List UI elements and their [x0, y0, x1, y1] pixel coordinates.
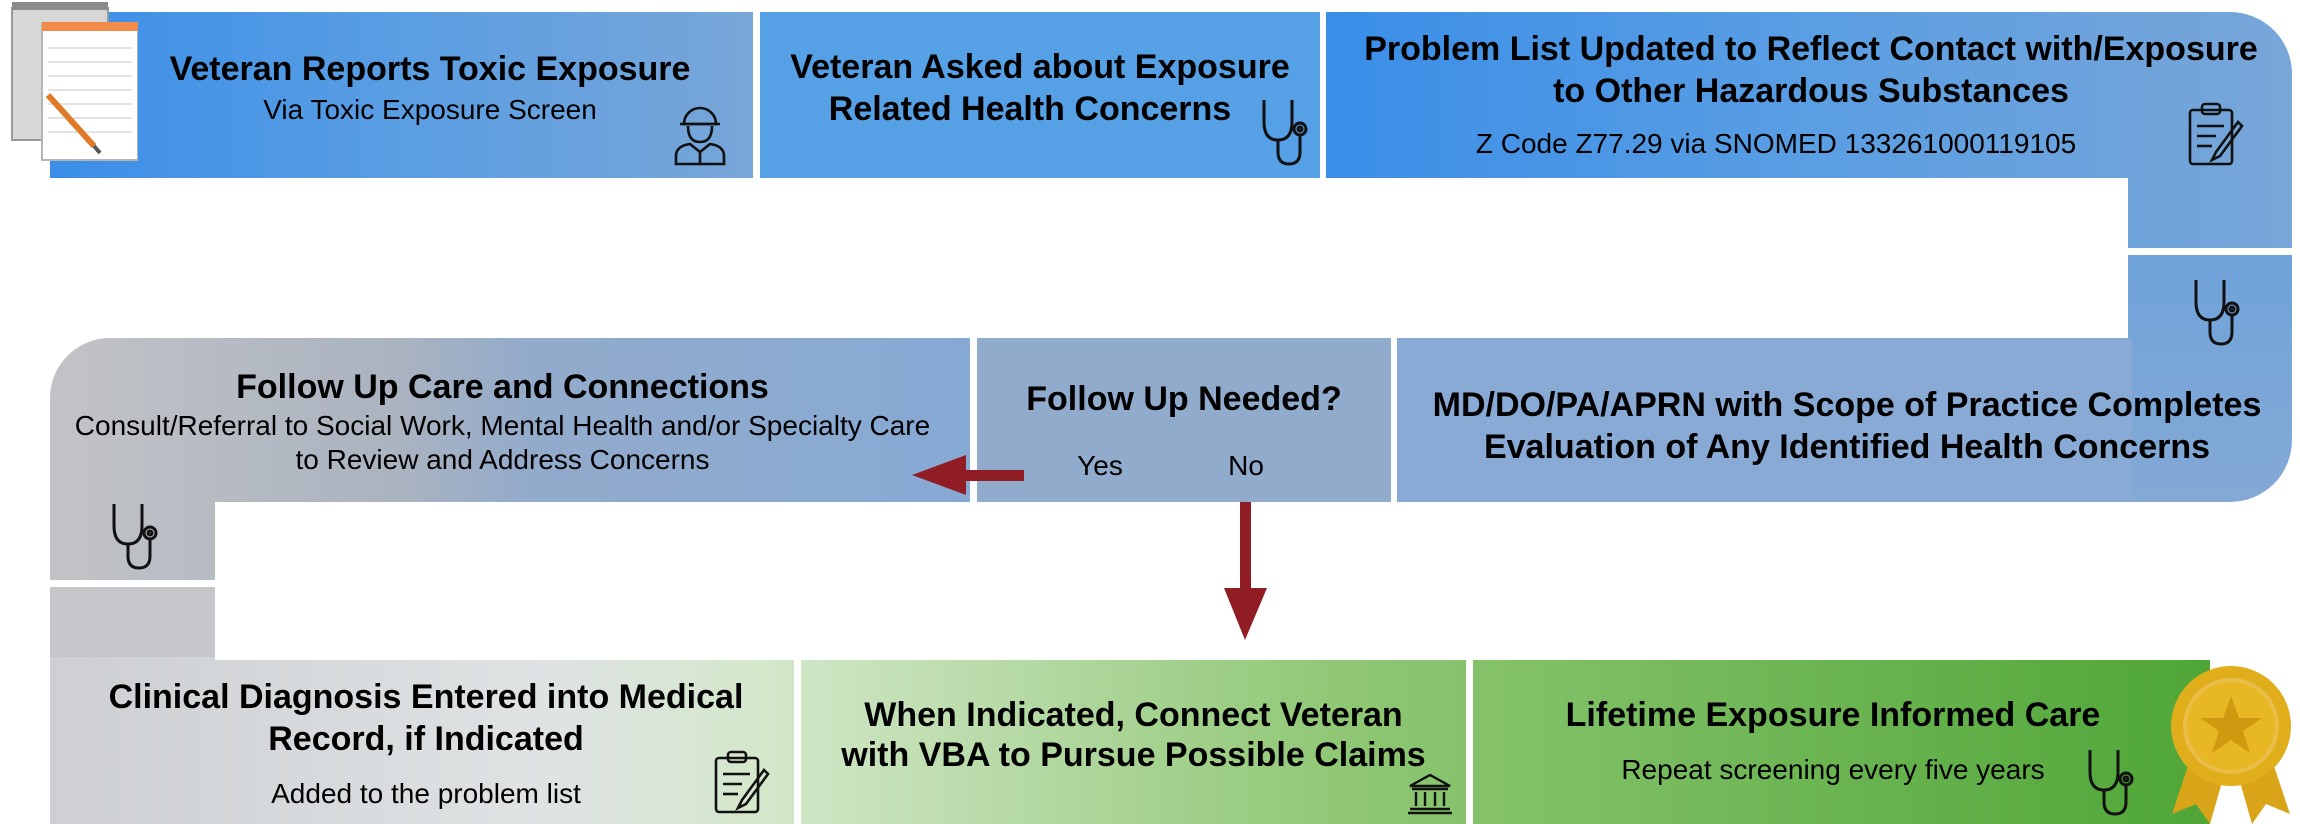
decision-box — [977, 338, 1391, 502]
vba-title-line1: When Indicated, Connect Veteran — [864, 696, 1403, 734]
award-ribbon-icon — [2162, 664, 2300, 824]
step2-title-line2: Related Health Concerns — [828, 90, 1232, 128]
lifetime-title: Lifetime Exposure Informed Care — [1565, 696, 2101, 734]
diagnosis-title-line2: Record, if Indicated — [268, 720, 584, 758]
step-veteran-reports-box — [50, 12, 753, 178]
lifetime-subtitle: Repeat screening every five years — [1621, 754, 2045, 785]
notepad-icon — [8, 0, 138, 165]
step3-title-line1: Problem List Updated to Reflect Contact … — [1364, 30, 2258, 68]
step-followup-box — [50, 338, 970, 580]
decision-yes-label: Yes — [1077, 450, 1123, 481]
diagnosis-title-line1: Clinical Diagnosis Entered into Medical — [108, 678, 744, 716]
bank-icon — [1406, 772, 1454, 816]
decision-no-label: No — [1228, 450, 1264, 481]
decision-question: Follow Up Needed? — [1026, 380, 1342, 418]
step-asked-concerns-box — [760, 12, 1320, 178]
step4-title-line1: MD/DO/PA/APRN with Scope of Practice Com… — [1432, 386, 2262, 424]
step1-subtitle: Via Toxic Exposure Screen — [263, 94, 597, 125]
step2-title-line1: Veteran Asked about Exposure — [790, 48, 1290, 86]
step3-title-line2: to Other Hazardous Substances — [1553, 72, 2069, 110]
step1-title: Veteran Reports Toxic Exposure — [169, 50, 691, 88]
bottom-band — [50, 657, 2210, 824]
stethoscope-icon — [1256, 96, 1312, 170]
followup-subtitle-line1: Consult/Referral to Social Work, Mental … — [74, 410, 931, 441]
soldier-icon — [672, 100, 728, 166]
step-evaluation-box — [1397, 338, 2132, 502]
stethoscope-icon — [2188, 276, 2244, 350]
arrow-yes — [912, 455, 1024, 495]
arrow-no — [1224, 502, 1267, 640]
step-problem-list-box — [1326, 12, 2292, 248]
left-connector — [50, 587, 215, 657]
right-connector — [2128, 255, 2292, 502]
clipboard-icon — [2186, 100, 2246, 168]
stethoscope-icon — [2082, 746, 2138, 820]
diagnosis-subtitle: Added to the problem list — [271, 778, 581, 809]
followup-subtitle-line2: to Review and Address Concerns — [295, 444, 710, 475]
step4-title-line2: Evaluation of Any Identified Health Conc… — [1483, 428, 2211, 466]
followup-title: Follow Up Care and Connections — [236, 368, 769, 406]
clipboard-icon — [712, 748, 772, 816]
step3-subtitle: Z Code Z77.29 via SNOMED 133261000119105 — [1475, 128, 2077, 159]
stethoscope-icon — [106, 500, 162, 574]
vba-title-line2: with VBA to Pursue Possible Claims — [841, 736, 1426, 774]
